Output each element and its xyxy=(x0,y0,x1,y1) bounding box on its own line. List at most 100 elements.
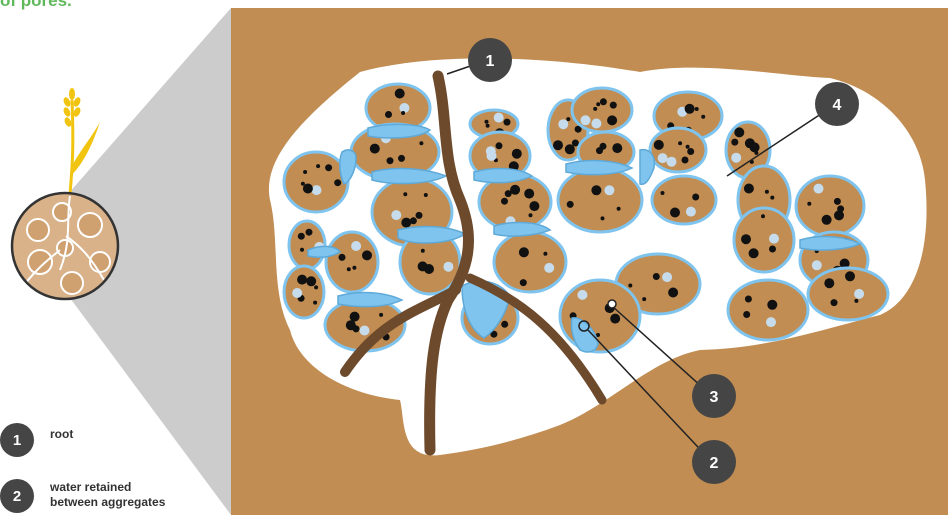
micro-pore xyxy=(395,89,405,99)
air-pore xyxy=(812,260,822,270)
micro-pore xyxy=(504,119,511,126)
callout-badge-4: 4 xyxy=(815,82,859,126)
air-pore xyxy=(292,288,302,298)
callout-number-1: 1 xyxy=(486,53,495,70)
soil-aggregate xyxy=(728,280,808,340)
air-pore xyxy=(577,290,587,300)
micro-pore xyxy=(600,98,607,105)
micro-pore xyxy=(743,311,750,318)
micro-pore xyxy=(593,107,597,111)
micro-pore xyxy=(398,155,405,162)
micro-pore xyxy=(628,284,632,288)
micro-pore xyxy=(612,143,622,153)
micro-pore xyxy=(505,190,512,197)
micro-pore xyxy=(695,107,699,111)
soil-aggregate xyxy=(494,232,566,292)
micro-pore xyxy=(350,312,360,322)
micro-pore xyxy=(501,321,508,328)
micro-pore xyxy=(701,115,705,119)
soil-aggregate xyxy=(284,266,324,318)
micro-pore xyxy=(767,300,777,310)
micro-pore xyxy=(303,184,313,194)
air-pore xyxy=(591,119,601,129)
micro-pore xyxy=(831,299,838,306)
air-pore xyxy=(686,207,696,217)
micro-pore xyxy=(601,216,605,220)
micro-pore xyxy=(741,234,751,244)
air-pore xyxy=(658,153,668,163)
micro-pore xyxy=(362,250,372,260)
micro-pore xyxy=(668,288,678,298)
micro-pore xyxy=(687,148,694,155)
micro-pore xyxy=(607,115,617,125)
soil-sample-magnifier xyxy=(12,193,118,299)
micro-pore xyxy=(387,157,394,164)
micro-pore xyxy=(424,193,428,197)
soil-aggregate xyxy=(558,168,642,232)
pore-marker xyxy=(608,300,616,308)
air-pore xyxy=(769,234,779,244)
air-pore xyxy=(662,272,672,282)
micro-pore xyxy=(678,141,682,145)
micro-pore xyxy=(298,233,305,240)
micro-pore xyxy=(418,261,428,271)
air-pore xyxy=(766,317,776,327)
micro-pore xyxy=(600,143,607,150)
micro-pore xyxy=(749,248,759,258)
micro-pore xyxy=(617,207,621,211)
micro-pore xyxy=(682,157,689,164)
micro-pore xyxy=(769,246,776,253)
micro-pore xyxy=(567,201,574,208)
micro-pore xyxy=(610,314,620,324)
micro-pore xyxy=(485,120,489,124)
soil-aggregate xyxy=(572,88,632,132)
legend-label-water: water retained between aggregates xyxy=(50,480,180,510)
micro-pore xyxy=(692,194,699,201)
micro-pore xyxy=(529,213,533,217)
micro-pore xyxy=(824,278,834,288)
air-pore xyxy=(854,289,864,299)
micro-pore xyxy=(654,140,664,150)
micro-pore xyxy=(401,111,405,115)
air-pore xyxy=(487,151,497,161)
air-pore xyxy=(667,157,677,167)
micro-pore xyxy=(744,184,754,194)
micro-pore xyxy=(347,267,351,271)
micro-pore xyxy=(761,214,765,218)
air-pore xyxy=(312,185,322,195)
air-pore xyxy=(814,184,824,194)
micro-pore xyxy=(553,140,563,150)
micro-pore xyxy=(512,149,522,159)
micro-pore xyxy=(653,273,660,280)
micro-pore xyxy=(524,189,534,199)
micro-pore xyxy=(565,144,575,154)
micro-pore xyxy=(837,205,844,212)
micro-pore xyxy=(297,275,307,285)
micro-pore xyxy=(686,145,690,149)
micro-pore xyxy=(496,142,503,149)
air-pore xyxy=(443,262,453,272)
micro-pore xyxy=(313,301,317,305)
air-pore xyxy=(391,210,401,220)
micro-pore xyxy=(306,276,316,286)
air-pore xyxy=(604,185,614,195)
micro-pore xyxy=(353,325,360,332)
micro-pore xyxy=(591,185,601,195)
micro-pore xyxy=(303,170,307,174)
callout-badge-1: 1 xyxy=(468,38,512,82)
callout-badge-3: 3 xyxy=(692,374,736,418)
micro-pore xyxy=(419,141,423,145)
micro-pore xyxy=(352,266,356,270)
micro-pore xyxy=(410,217,417,224)
micro-pore xyxy=(543,252,547,256)
air-pore xyxy=(558,119,568,129)
micro-pore xyxy=(316,164,320,168)
legend-label-root: root xyxy=(50,427,230,442)
micro-pore xyxy=(334,179,341,186)
air-pore xyxy=(360,326,370,336)
micro-pore xyxy=(416,212,423,219)
micro-pore xyxy=(519,247,529,257)
micro-pore xyxy=(385,111,392,118)
legend-badge-2: 2 xyxy=(0,479,34,513)
micro-pore xyxy=(300,248,304,252)
